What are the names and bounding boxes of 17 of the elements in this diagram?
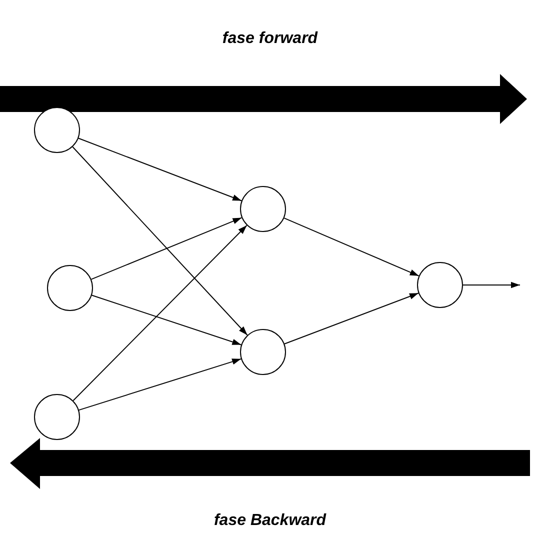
arrow: [78, 138, 242, 202]
arrow: [78, 358, 242, 411]
circle-node: [34, 107, 80, 153]
circle-node: [240, 186, 286, 232]
circle-node: [417, 262, 463, 308]
arrow: [90, 217, 242, 280]
arrow: [91, 294, 242, 346]
phase-label: fase forward: [222, 30, 318, 48]
circle-node: [34, 394, 80, 440]
arrow: [72, 224, 248, 402]
circle-node: [47, 265, 93, 311]
circle-node: [240, 329, 286, 375]
arrow: [72, 146, 248, 336]
arrow: [284, 218, 420, 276]
phase-label: fase Backward: [214, 512, 326, 530]
arrow: [462, 282, 520, 288]
arrow: [284, 292, 419, 344]
